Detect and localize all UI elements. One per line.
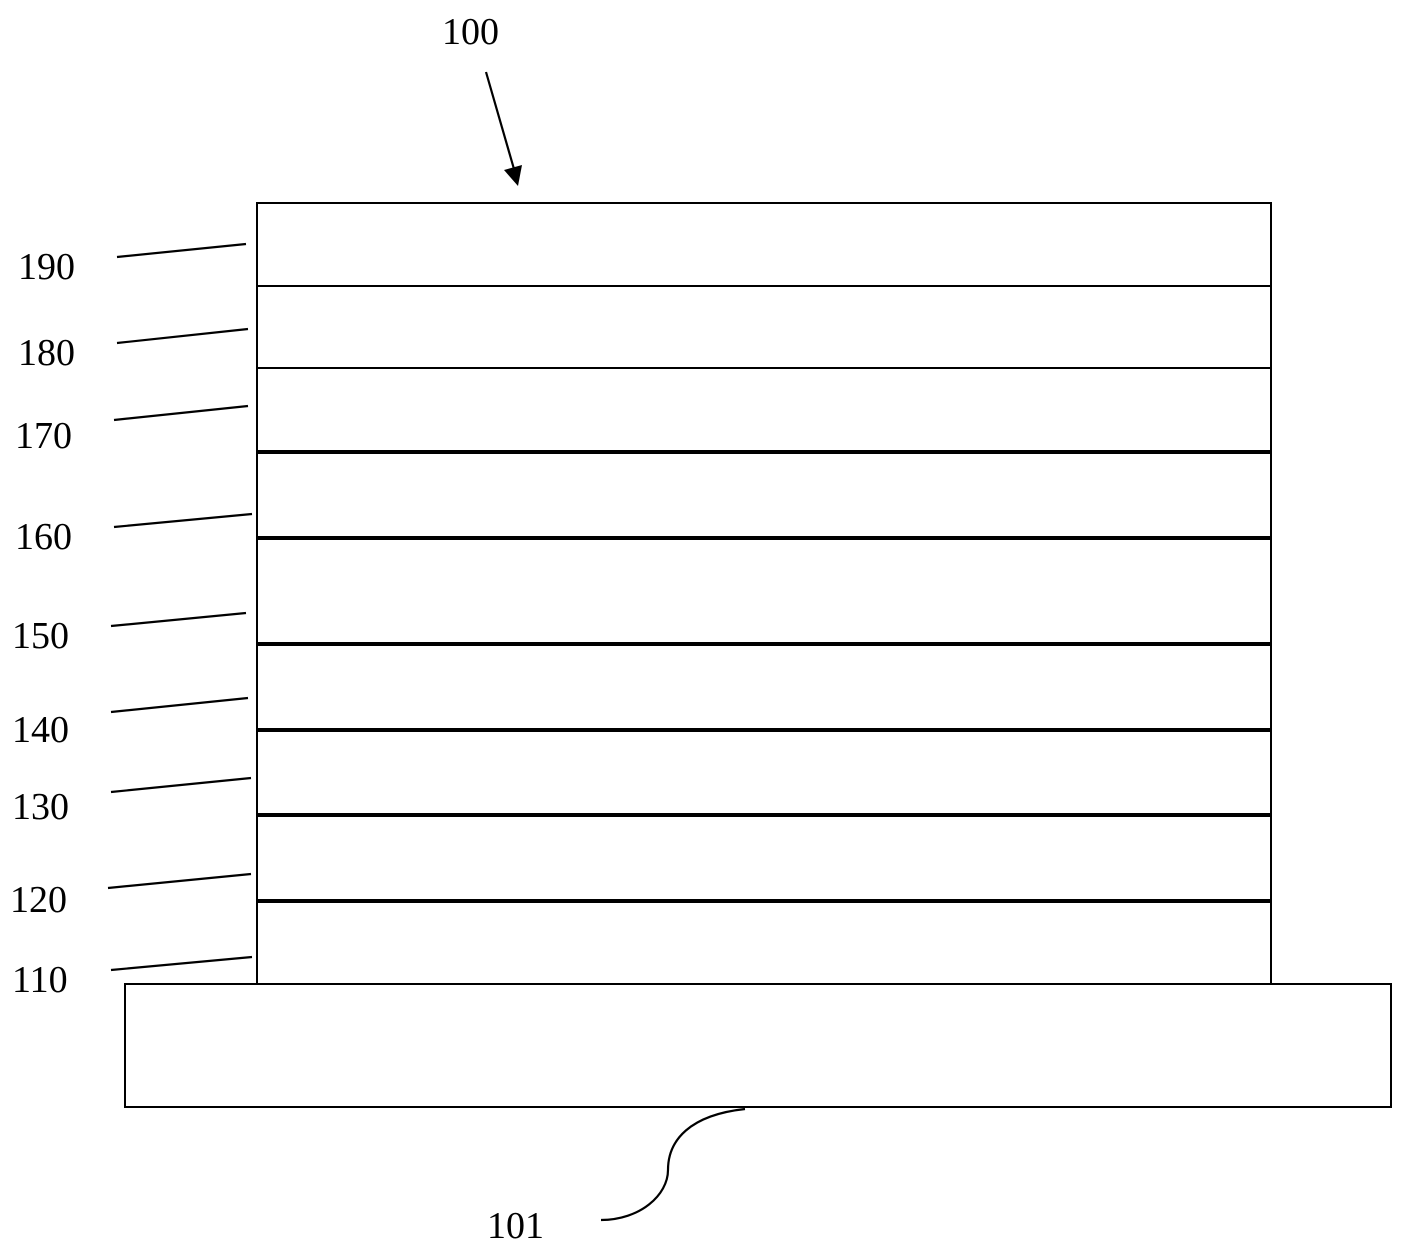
leader-line-140	[110, 696, 249, 714]
layer-label-150: 150	[12, 615, 69, 657]
layer-stack-outline	[256, 202, 1272, 985]
leader-line-150	[110, 611, 247, 628]
layer-label-170: 170	[15, 415, 72, 457]
layer-170: 170	[15, 404, 249, 457]
leader-line-110	[110, 955, 253, 972]
leader-line-130	[110, 776, 252, 794]
leader-line-180	[116, 327, 249, 345]
device-arrow	[484, 71, 518, 177]
layer-130: 130	[12, 776, 252, 828]
layer-label-160: 160	[15, 516, 72, 558]
leader-line-190	[116, 242, 247, 259]
layer-label-190: 190	[18, 246, 75, 288]
layer-label-140: 140	[12, 709, 69, 751]
leader-line-120	[107, 872, 252, 890]
layer-label-130: 130	[12, 786, 69, 828]
layer-150: 150	[12, 611, 247, 657]
substrate	[124, 983, 1392, 1108]
leader-line-170	[113, 404, 249, 422]
device-arrowhead	[504, 165, 522, 186]
device-label: 100	[442, 11, 499, 53]
layer-label-110: 110	[12, 959, 68, 1001]
layer-label-120: 120	[10, 879, 67, 921]
leader-line-160	[113, 512, 253, 529]
substrate-leader-curve	[600, 1107, 746, 1222]
layer-180: 180	[18, 327, 249, 374]
layer-160: 160	[15, 512, 253, 558]
layer-label-180: 180	[18, 332, 75, 374]
layer-190: 190	[18, 242, 247, 288]
layer-110: 110	[12, 955, 253, 1001]
layer-140: 140	[12, 696, 249, 751]
layer-120: 120	[10, 872, 252, 921]
substrate-label: 101	[487, 1205, 544, 1247]
